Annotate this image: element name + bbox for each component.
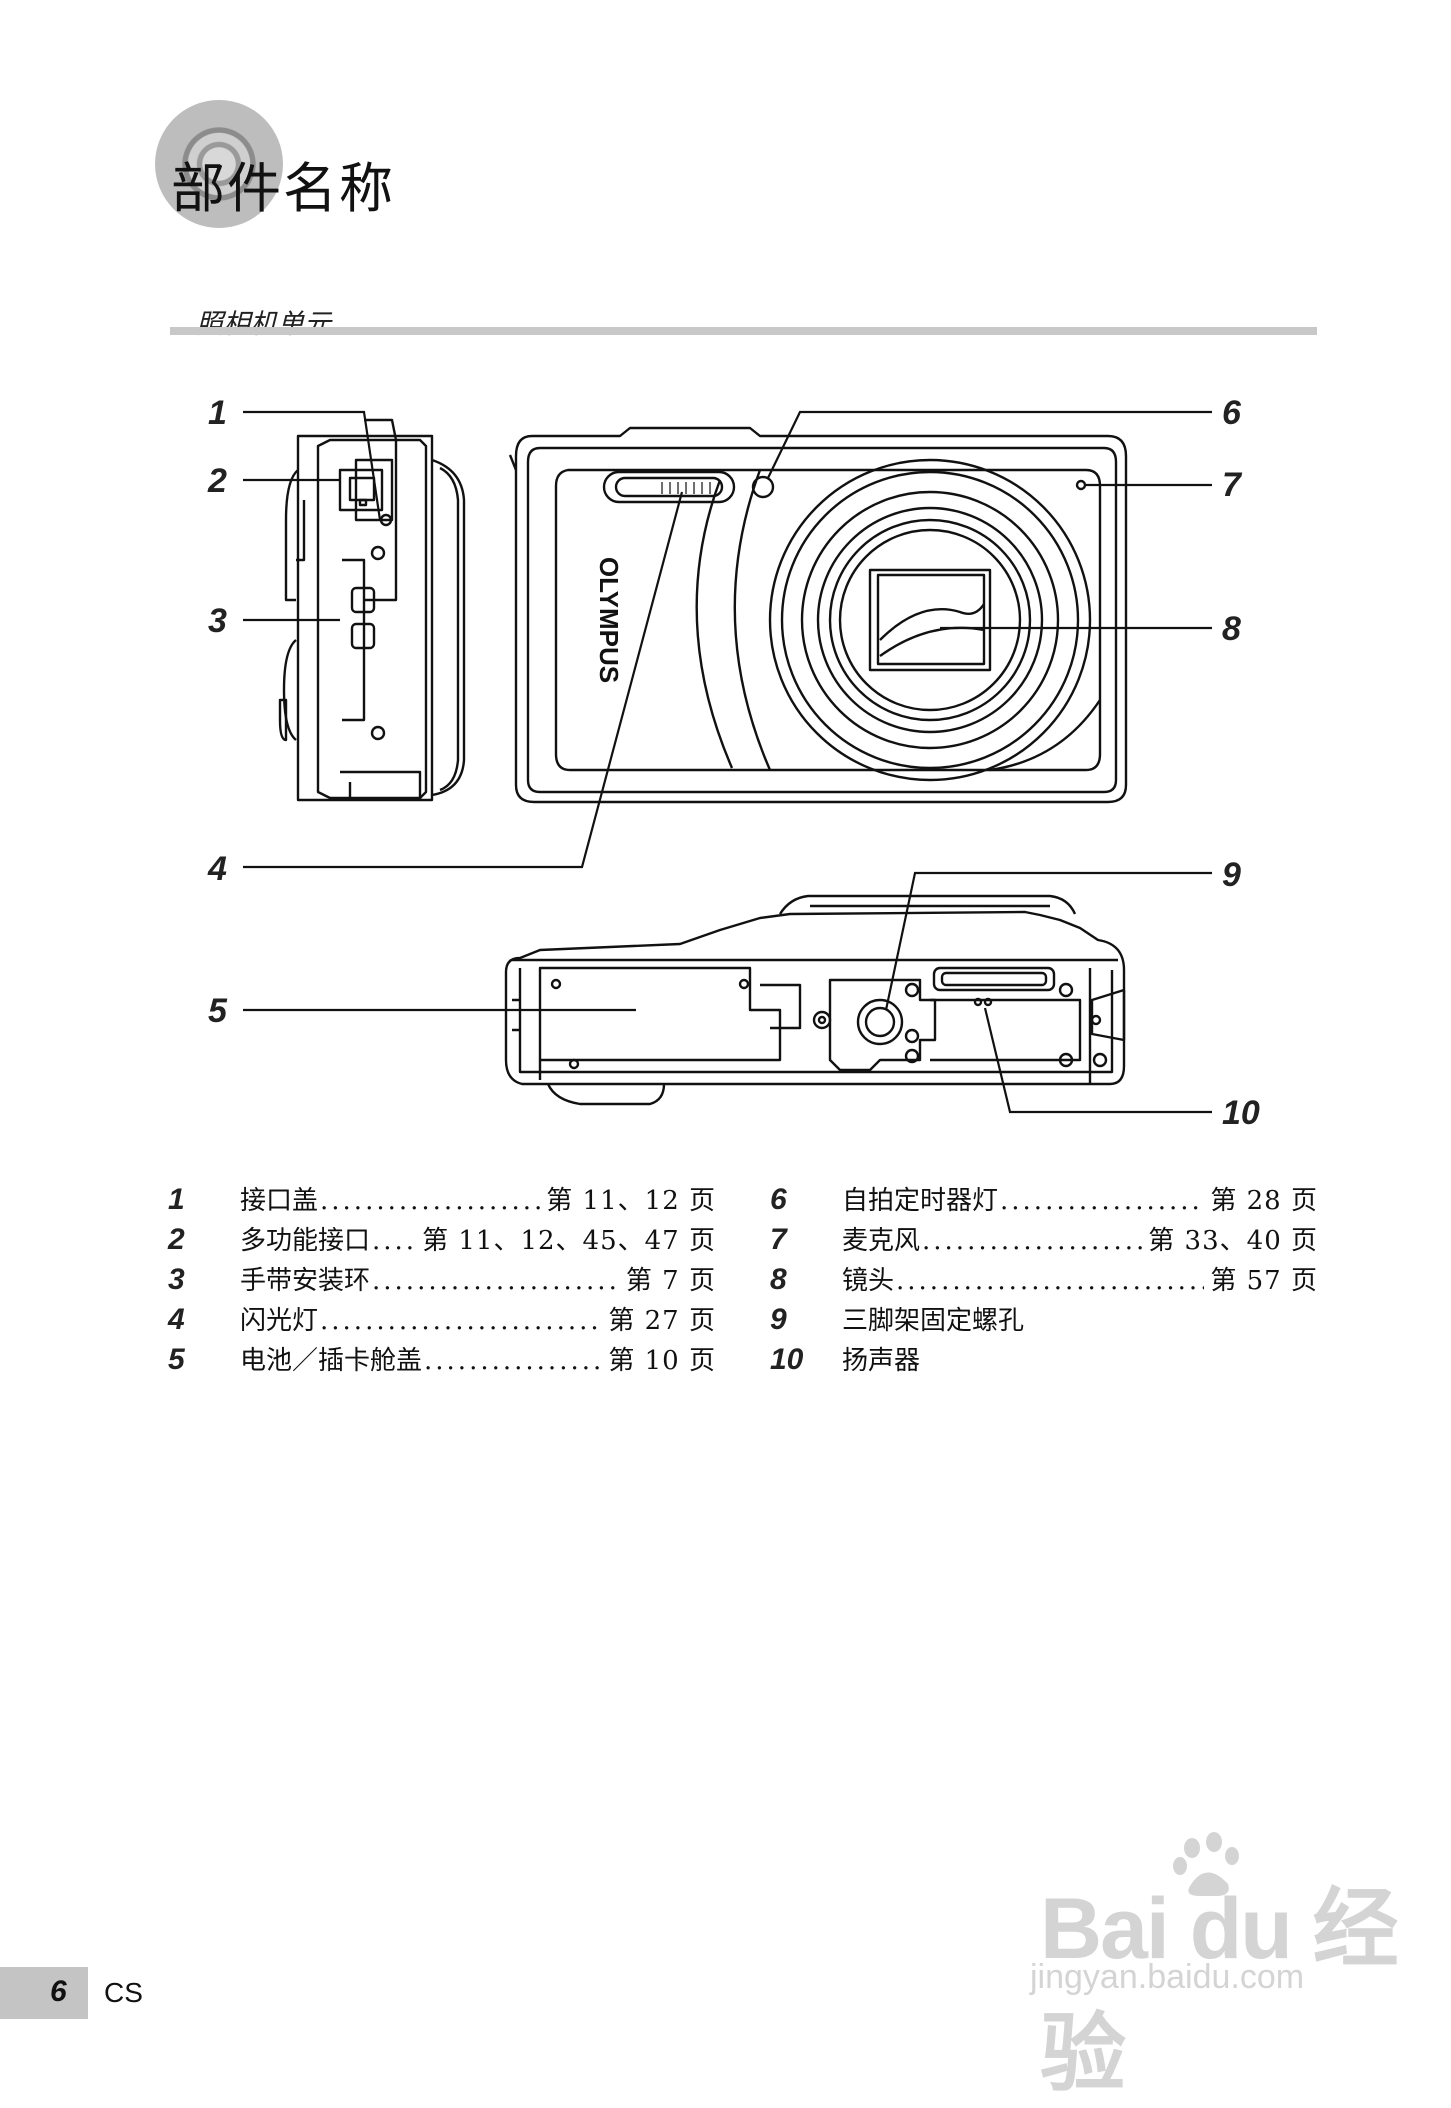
list-item: 3 手带安装环 第 7 页 [168, 1260, 716, 1300]
item-page-ref: 第 7 页 [625, 1266, 716, 1296]
item-number: 6 [770, 1183, 787, 1216]
item-number: 8 [770, 1263, 787, 1296]
item-number: 10 [770, 1343, 804, 1376]
dot-leader [320, 1306, 602, 1336]
callout-2: 2 [207, 462, 227, 500]
dot-leader [896, 1266, 1204, 1296]
dot-leader [320, 1186, 540, 1216]
watermark-logo-text: Bai du 经验 [1040, 1881, 1399, 2102]
camera-bottom-view [504, 894, 1126, 1106]
item-name: 电池／插卡舱盖 [240, 1346, 423, 1376]
item-number: 2 [168, 1223, 185, 1256]
callout-8: 8 [1222, 610, 1241, 648]
item-number: 4 [168, 1303, 185, 1336]
callout-4: 4 [207, 850, 227, 888]
item-name: 多功能接口 [240, 1226, 371, 1256]
parts-list-right: 6 自拍定时器灯 第 28 页 7 麦克风 第 33、40 页 8 镜头 第 5… [770, 1180, 1318, 1380]
item-page-ref: 第 27 页 [608, 1306, 716, 1336]
paw-icon [1173, 1832, 1239, 1896]
list-item: 9 三脚架固定螺孔 [770, 1300, 1318, 1340]
callout-1: 1 [208, 394, 227, 432]
brand-logo: OLYMPUS [594, 557, 624, 683]
section-divider [170, 327, 1317, 335]
camera-diagram: OLYMPUS 1 2 3 4 5 6 7 8 9 10 [207, 394, 1260, 1132]
item-name: 镜头 [842, 1266, 895, 1296]
callout-9: 9 [1222, 856, 1241, 894]
callout-7: 7 [1222, 466, 1243, 504]
item-name: 闪光灯 [240, 1306, 319, 1336]
list-item: 1 接口盖 第 11、12 页 [168, 1180, 716, 1220]
item-number: 7 [770, 1223, 787, 1256]
item-name: 接口盖 [240, 1186, 319, 1216]
list-item: 6 自拍定时器灯 第 28 页 [770, 1180, 1318, 1220]
baidu-watermark: Bai du 经验 jingyan.baidu.com [1020, 1830, 1420, 2102]
item-name: 手带安装环 [240, 1266, 371, 1296]
item-name: 三脚架固定螺孔 [842, 1306, 1025, 1336]
item-number: 1 [168, 1183, 185, 1216]
language-code: CS [104, 1977, 143, 2008]
item-page-ref: 第 11、12 页 [546, 1186, 716, 1216]
parts-list-left: 1 接口盖 第 11、12 页 2 多功能接口 第 11、12、45、47 页 … [168, 1180, 716, 1380]
item-page-ref: 第 28 页 [1210, 1186, 1318, 1216]
item-number: 5 [168, 1343, 185, 1376]
footer-page-tab [0, 1967, 88, 2019]
callout-3: 3 [208, 602, 227, 640]
list-item: 2 多功能接口 第 11、12、45、47 页 [168, 1220, 716, 1260]
page-title-block: 部件名称 [155, 100, 515, 240]
dot-leader [424, 1346, 602, 1376]
callout-6: 6 [1222, 394, 1242, 432]
callout-5: 5 [208, 992, 228, 1030]
title-decoration-circle [155, 100, 283, 228]
list-item: 4 闪光灯 第 27 页 [168, 1300, 716, 1340]
camera-side-view [278, 418, 466, 802]
list-item: 8 镜头 第 57 页 [770, 1260, 1318, 1300]
page-number: 6 [50, 1975, 67, 2008]
item-page-ref: 第 11、12、45、47 页 [422, 1226, 716, 1256]
item-number: 3 [168, 1263, 185, 1296]
dot-leader [372, 1266, 620, 1296]
list-item: 10 扬声器 [770, 1340, 1318, 1380]
list-item: 7 麦克风 第 33、40 页 [770, 1220, 1318, 1260]
item-page-ref: 第 57 页 [1210, 1266, 1318, 1296]
item-number: 9 [770, 1303, 787, 1336]
callout-10: 10 [1222, 1094, 1260, 1132]
item-page-ref: 第 33、40 页 [1148, 1226, 1318, 1256]
item-name: 麦克风 [842, 1226, 921, 1256]
page-title: 部件名称 [171, 157, 395, 220]
dot-leader [1000, 1186, 1204, 1216]
item-name: 扬声器 [842, 1346, 921, 1376]
list-item: 5 电池／插卡舱盖 第 10 页 [168, 1340, 716, 1380]
dot-leader [922, 1226, 1142, 1256]
camera-front-view [508, 426, 1128, 804]
watermark-url: jingyan.baidu.com [1030, 1958, 1305, 1996]
item-page-ref: 第 10 页 [608, 1346, 716, 1376]
dot-leader [372, 1226, 416, 1256]
item-name: 自拍定时器灯 [842, 1186, 999, 1216]
